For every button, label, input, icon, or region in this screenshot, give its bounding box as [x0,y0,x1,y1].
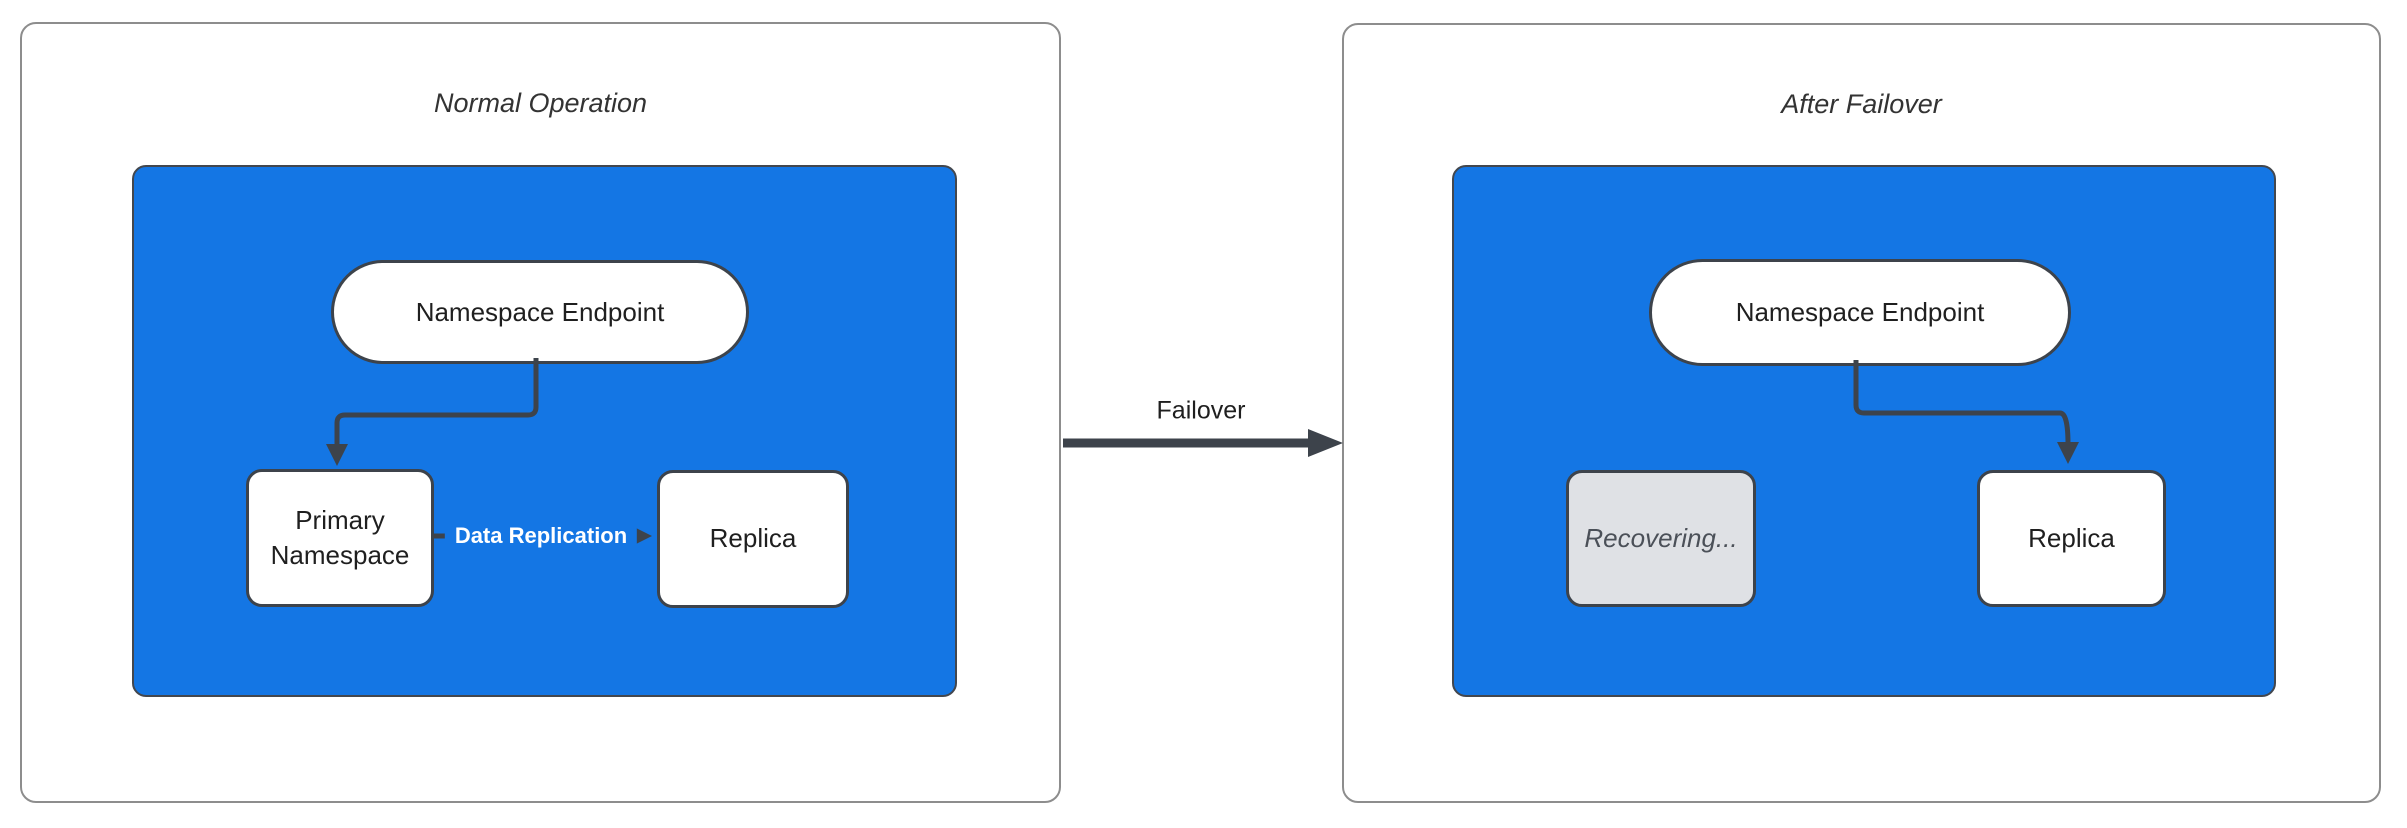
edge-label-data-replication: Data Replication [444,521,638,551]
panel-normal-operation: Normal Operation Namespace Endpoint Prim… [20,22,1061,803]
arrowhead-right-icon [1308,429,1343,457]
primary-namespace-label: Primary Namespace [270,504,410,570]
recovering-label: Recovering... [1584,522,1738,553]
replica-node-left: Replica [657,470,849,608]
replica-label-left: Replica [709,523,797,554]
panel-title-after-failover: After Failover [1781,89,1942,119]
namespace-endpoint-label-right: Namespace Endpoint [1735,297,1985,327]
namespace-endpoint-label-left: Namespace Endpoint [415,296,665,327]
primary-namespace-node: Primary Namespace [246,469,434,607]
namespace-endpoint-node-left: Namespace Endpoint [331,260,749,364]
replica-node-right: Replica [1977,470,2166,607]
cluster-normal-operation: Namespace Endpoint Primary Namespace Rep… [132,165,957,697]
panel-after-failover: After Failover Namespace Endpoint Recove… [1342,23,2381,803]
namespace-endpoint-node-right: Namespace Endpoint [1649,259,2071,366]
panel-title-normal-operation: Normal Operation [433,88,648,118]
recovering-node: Recovering... [1566,470,1756,607]
edge-label-failover: Failover [1150,396,1252,426]
replica-label-right: Replica [2028,522,2115,553]
cluster-after-failover: Namespace Endpoint Recovering... Replica [1452,165,2276,697]
